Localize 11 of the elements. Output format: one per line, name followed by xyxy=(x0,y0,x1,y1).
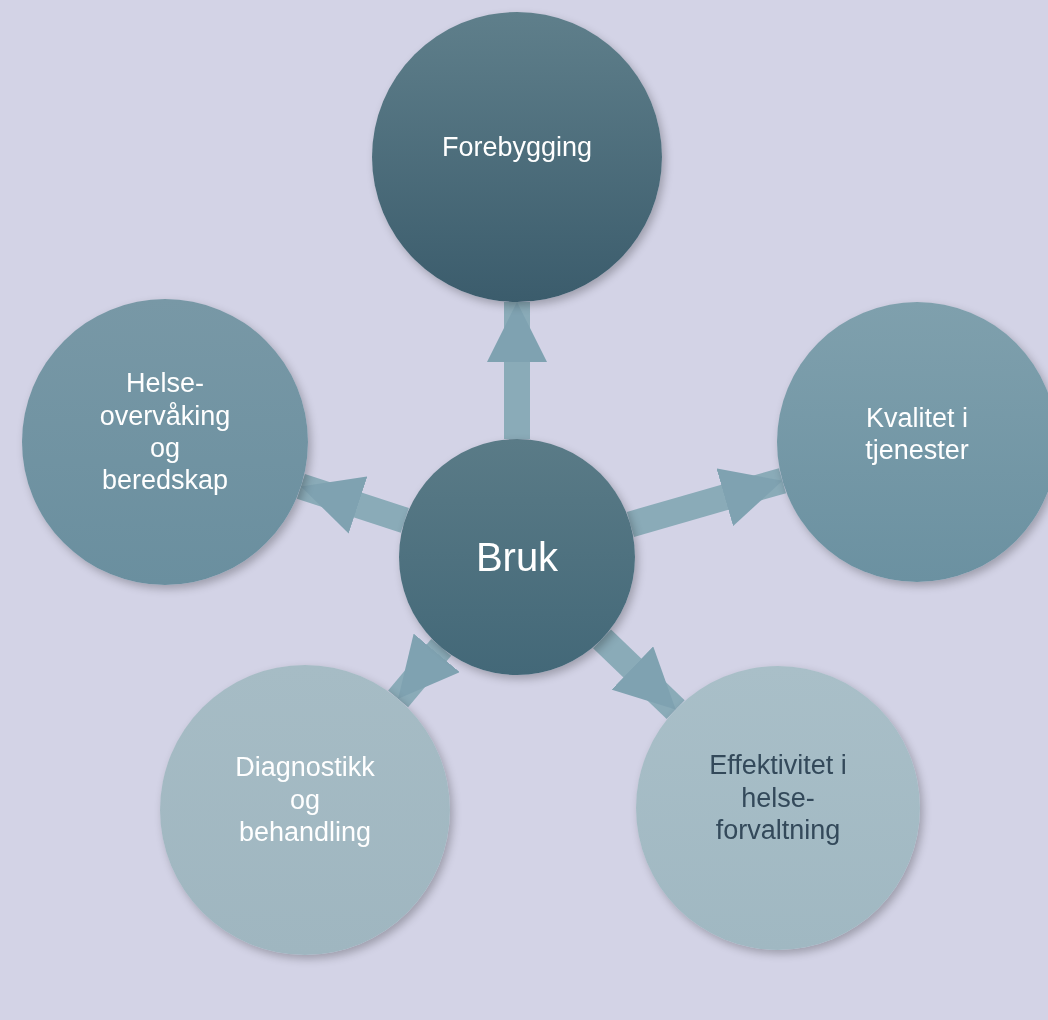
block-arrow xyxy=(296,474,409,534)
node-label: Forebygging xyxy=(440,130,594,164)
node-label: Kvalitet i tjenester xyxy=(864,401,970,467)
node-label: Effektivitet i helse- forvaltning xyxy=(708,749,848,847)
block-arrow xyxy=(487,302,547,439)
node-label: Diagnostikk og behandling xyxy=(234,751,376,849)
block-arrow xyxy=(593,629,685,719)
block-arrow xyxy=(388,633,460,708)
node-label: Bruk xyxy=(474,534,560,581)
block-arrow xyxy=(626,468,787,537)
node-label: Helse- overvåking og beredskap xyxy=(98,367,232,497)
